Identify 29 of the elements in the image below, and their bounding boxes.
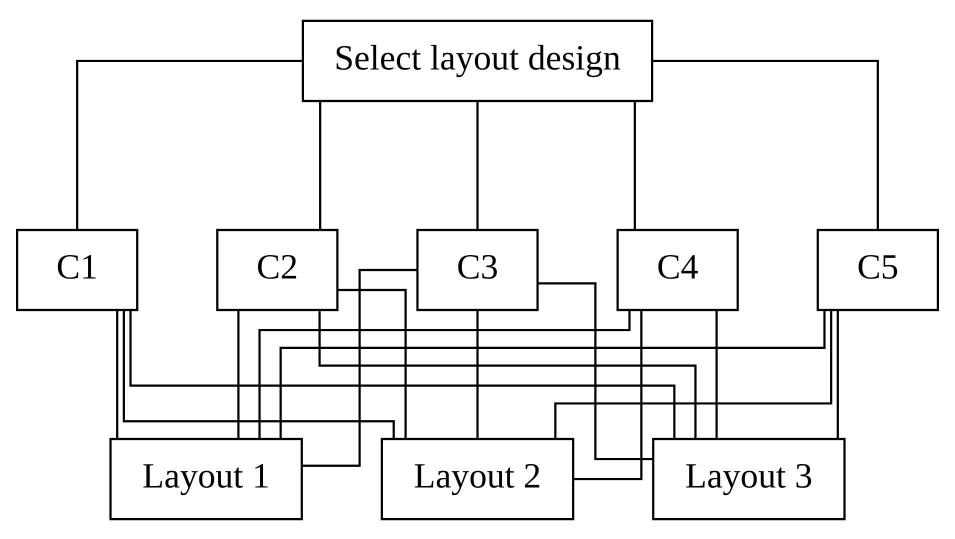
connector (652, 59, 879, 230)
connector (476, 310, 479, 438)
node-box: C2 (216, 228, 338, 311)
node-box: C3 (416, 228, 539, 311)
connector (237, 310, 240, 438)
connector (538, 282, 653, 460)
connector (129, 310, 676, 438)
connector (836, 310, 839, 438)
connector (318, 310, 697, 438)
connector (634, 100, 636, 230)
connector (116, 310, 118, 438)
node-box: C4 (616, 228, 739, 311)
node-box: Select layout design (302, 19, 654, 102)
node-box: C1 (16, 228, 138, 311)
connector (280, 310, 826, 438)
connector (258, 310, 631, 438)
connector (554, 310, 832, 438)
connector (76, 59, 302, 230)
node-box: Layout 2 (380, 437, 574, 520)
node-box: Layout 1 (109, 437, 303, 520)
connector (319, 100, 322, 230)
node-box: Layout 3 (652, 437, 846, 520)
connector (122, 310, 395, 438)
connector (476, 100, 479, 230)
connector (574, 310, 642, 480)
node-box: C5 (816, 228, 939, 311)
connector (715, 310, 718, 438)
connector (302, 268, 418, 466)
connector (338, 288, 407, 438)
